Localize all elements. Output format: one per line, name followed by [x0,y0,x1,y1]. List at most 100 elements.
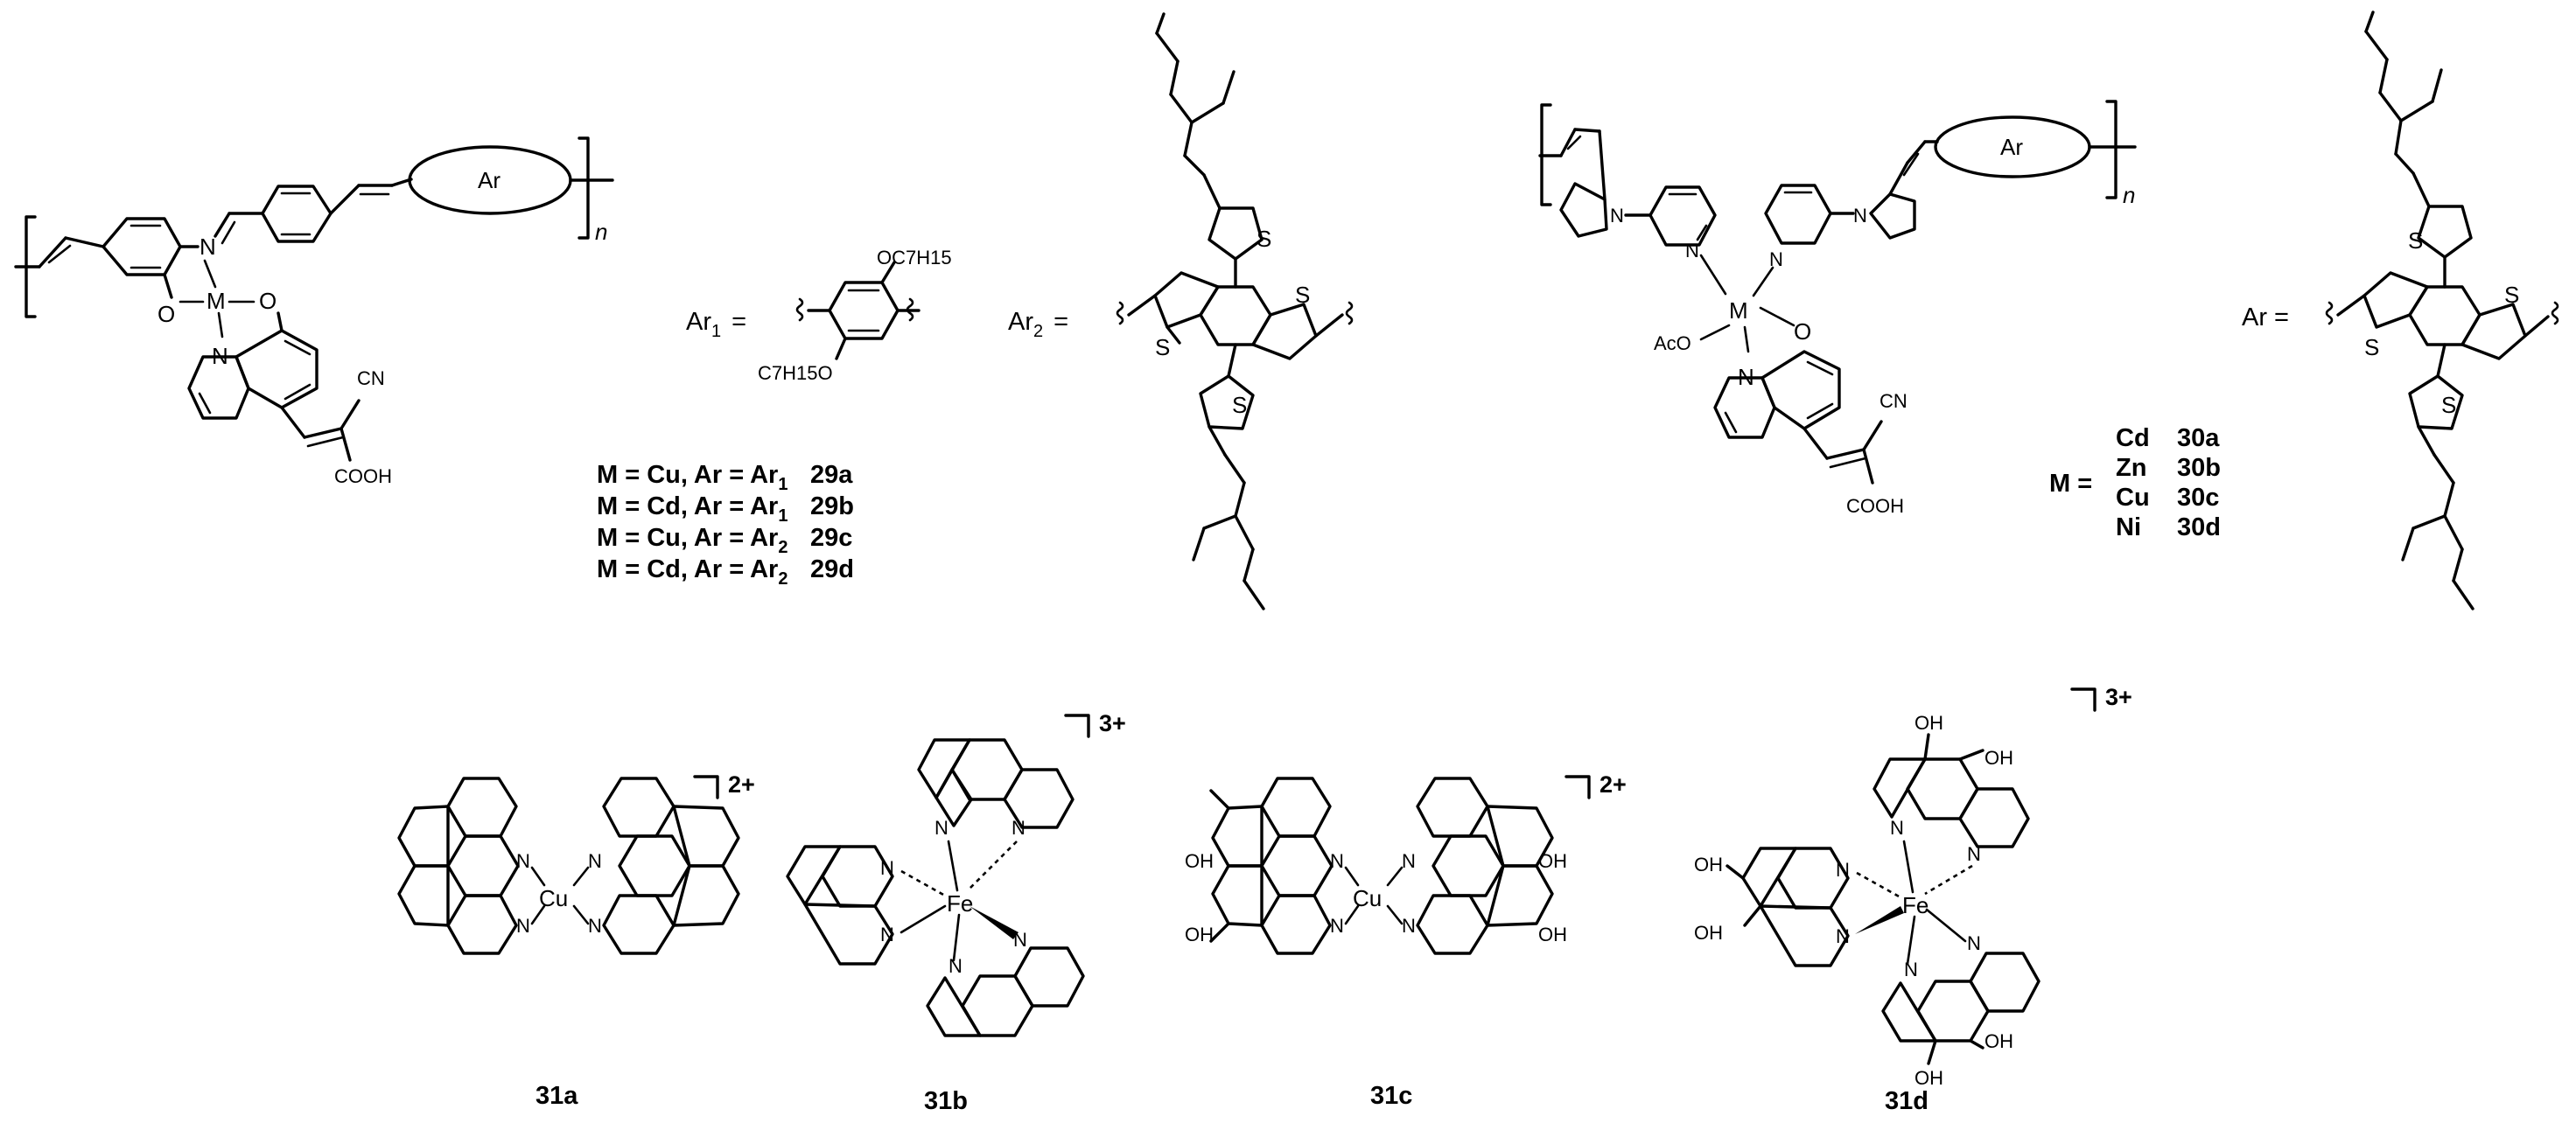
n-31d-5: N [1904,959,1918,980]
s-top-ar30: S [2408,227,2423,254]
ar1-definition: Ar1= OC7H15 C7H15O [686,247,952,384]
oh-31d-5: OH [1984,1030,2013,1052]
repeat-n-29: n [595,219,607,245]
charge-31b: 3+ [1099,710,1126,736]
atom-o-quinolinol-30: O [1794,318,1811,345]
legend-29-row-1: M = Cu, Ar = Ar1 [597,461,788,494]
legend-30a: 30a [2177,424,2220,452]
s-right-ar2: S [1295,282,1310,308]
oh-31d-3: OH [1694,854,1723,875]
legend-30-cu: Cu [2116,484,2150,512]
series-29-legend: M = Cu, Ar = Ar1 29a M = Cd, Ar = Ar1 29… [597,461,854,589]
complex-31a: N N Cu N N 2+ 31a [397,771,755,1110]
s-right-ar30: S [2504,282,2519,308]
n-pyrrole-left: N [1610,205,1624,227]
metal-31d: Fe [1902,892,1928,918]
atom-o-phenol: O [158,301,175,327]
metal-m-30: M [1729,297,1748,324]
oc7h15-top: OC7H15 [877,247,952,269]
n-31d-3: N [1836,859,1850,881]
s-bottom-ar30: S [2441,392,2456,418]
n-pyridine-right: N [1769,248,1783,270]
n-31d-1: N [1890,817,1904,839]
n-31b-1: N [934,817,948,839]
oh-31c-3: OH [1538,850,1567,872]
atom-n-quinoline: N [212,343,228,369]
legend-30-cd: Cd [2116,424,2150,452]
n-31b-6: N [1013,929,1027,951]
legend-30-lhs: M = [2049,470,2092,498]
legend-30-zn: Zn [2116,454,2146,482]
n-31c-1: N [1330,850,1344,872]
legend-29-row-4: M = Cd, Ar = Ar2 [597,555,788,589]
ar1-lhs: Ar1= [686,308,746,341]
legend-29c: 29c [810,524,852,552]
oh-31d-6: OH [1914,1067,1943,1089]
n-31b-3: N [880,857,894,879]
series-30-legend: M = Cd 30a Zn 30b Cu 30c Ni 30d [2049,424,2221,541]
legend-30-ni: Ni [2116,513,2141,541]
oh-31d-4: OH [1694,922,1723,944]
complex-31c: OH OH N N Cu N N OH OH 2+ 31c [1185,771,1627,1110]
s-bottom-ar2: S [1232,392,1247,418]
label-31c: 31c [1370,1082,1412,1110]
oh-31c-2: OH [1185,924,1214,945]
oh-31d-2: OH [1984,747,2013,769]
ar2-definition: Ar2= S S S S [1008,12,1354,610]
n-31a-1: N [516,850,530,872]
charge-31d: 3+ [2105,684,2132,710]
polymer-29-structure: N O Ar n M O N [14,136,614,487]
charge-31c: 2+ [1600,771,1627,798]
legend-30d: 30d [2177,513,2221,541]
n-31a-4: N [588,915,602,937]
legend-29a: 29a [810,461,853,489]
cn-label-30: CN [1880,390,1908,412]
ar-label-29: Ar [478,167,500,193]
n-31b-5: N [948,955,962,977]
legend-29-row-2: M = Cd, Ar = Ar1 [597,492,788,526]
charge-31a: 2+ [728,771,755,798]
s-top-ar2: S [1256,226,1271,252]
oh-31c-4: OH [1538,924,1567,945]
cooh-label-29: COOH [334,465,392,487]
n-31c-2: N [1330,915,1344,937]
label-31a: 31a [536,1082,578,1110]
legend-29-row-3: M = Cu, Ar = Ar2 [597,524,788,557]
s-left-ar30: S [2364,334,2379,360]
n-31a-3: N [588,850,602,872]
n-31b-4: N [880,924,894,945]
n-31d-2: N [1967,843,1981,865]
legend-29b: 29b [810,492,854,520]
n-31a-2: N [516,915,530,937]
label-31d: 31d [1885,1087,1928,1115]
ar-label-30: Ar [2000,134,2023,160]
ar2-lhs: Ar2= [1008,308,1068,341]
atom-n-imine: N [200,234,216,260]
complex-31d: OH OH N N OH OH N N Fe N N OH OH 3+ 31d [1694,684,2132,1115]
atom-n-quinoline-30: N [1738,364,1754,390]
repeat-n-30: n [2123,182,2135,208]
n-31d-4: N [1836,925,1850,947]
polymer-30-structure: N N M N N Ar n AcO O N [1538,100,2137,517]
metal-31b: Fe [947,890,973,917]
ar-30-lhs: Ar = [2242,303,2289,331]
legend-30c: 30c [2177,484,2219,512]
n-pyrrole-right: N [1853,205,1867,227]
n-pyridine-left: N [1685,240,1699,262]
atom-o-quinolinol: O [259,288,276,314]
cooh-label-30: COOH [1846,495,1904,517]
s-left-ar2: S [1155,334,1170,360]
n-31d-6: N [1967,932,1981,954]
legend-29d: 29d [810,555,854,583]
cn-label-29: CN [357,367,385,389]
oh-31d-1: OH [1914,712,1943,734]
metal-m-29: M [206,288,226,314]
legend-30b: 30b [2177,454,2221,482]
n-31c-3: N [1402,850,1416,872]
ar-definition-30: Ar = S S S S [2242,10,2559,610]
oc7h15-bottom: C7H15O [758,362,833,384]
acetate-label: AcO [1654,332,1691,354]
label-31b: 31b [924,1087,968,1115]
complex-31b: N N N N Fe N N 3+ 31b [786,710,1126,1115]
